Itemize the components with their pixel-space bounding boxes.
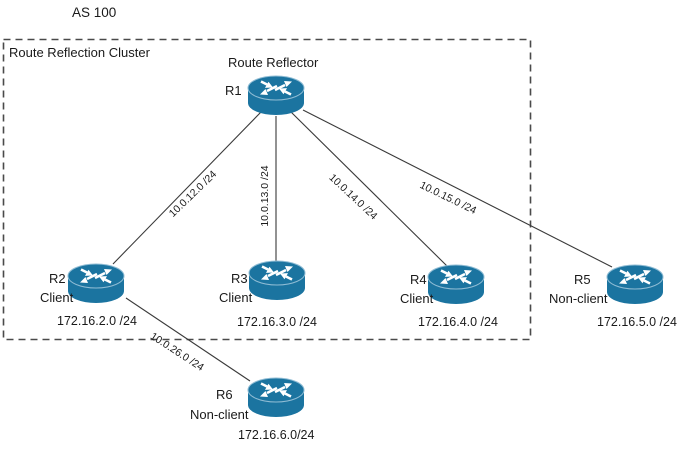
link-r1-r5 [302,109,613,268]
router-icon-r5 [606,264,664,306]
router-icon-r3 [248,260,306,302]
router-icon-r1 [247,75,305,117]
node-r4-ip: 172.16.4.0 /24 [418,315,498,329]
link-r1-r2 [112,111,262,265]
node-r6-role: Non-client [190,407,249,422]
router-icon-r4 [427,264,485,306]
router-icon-r2 [67,263,125,305]
node-r6-name: R6 [216,387,233,402]
node-r4-name: R4 [410,272,427,287]
node-r3-ip: 172.16.3.0 /24 [237,315,317,329]
node-r3-role: Client [219,290,253,305]
cluster-boundary [2,38,532,341]
node-r5-ip: 172.16.5.0 /24 [597,315,677,329]
as-label: AS 100 [72,5,117,20]
link-r2-r6 [125,297,251,382]
node-r5-name: R5 [574,272,591,287]
node-r3-name: R3 [231,271,248,286]
node-r6-ip: 172.16.6.0/24 [238,428,315,442]
node-r1-name: R1 [225,83,242,98]
node-r2-role: Client [40,290,74,305]
node-r2-name: R2 [49,271,66,286]
node-r4-role: Client [400,291,434,306]
node-r1-role: Route Reflector [228,55,319,70]
link-label-10-0-13: 10.0.13.0 /24 [259,165,271,227]
router-icon-r6 [247,377,305,419]
node-r2-ip: 172.16.2.0 /24 [57,314,137,328]
link-r1-r4 [290,111,448,267]
cluster-label: Route Reflection Cluster [9,45,150,60]
node-r5-role: Non-client [549,291,608,306]
